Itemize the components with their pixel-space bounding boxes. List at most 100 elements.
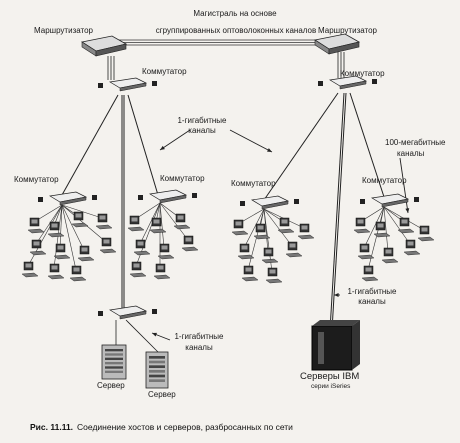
workstation-icon [265,267,283,284]
ibm-servers-label-line1: Серверы IBM [300,371,360,382]
workstation-icon [297,223,315,240]
gigabit-bottom-arrow-head [152,332,157,337]
server-left-icon [101,344,127,380]
workstation-icon [231,219,249,236]
switch-far-right-icon [360,193,419,208]
caption-text: Соединение хостов и серверов, разбросанн… [77,422,293,432]
server-link [125,319,159,353]
gigabit-link [127,94,159,196]
gigabit-link [263,92,339,201]
switch-bottom-icon [98,305,157,320]
workstation-icon [153,263,171,280]
workstation-icon [27,217,45,234]
access-link [61,204,103,219]
workstation-icon [285,241,303,258]
switch-top-right-icon [318,75,377,90]
gigabit-top-label-line2: каналы [188,126,216,135]
workstation-icon [417,225,435,242]
gigabit-right-label-line2: каналы [358,297,386,306]
switch-mid-left-label: Коммутатор [160,174,205,183]
workstation-icon [277,217,295,234]
workstation-icon [357,243,375,260]
access-link [139,202,161,245]
access-link [159,202,189,241]
workstation-icon [353,217,371,234]
workstation-icon [397,217,415,234]
access-link [263,208,293,247]
access-link [35,204,63,245]
access-link [27,204,63,267]
access-link [367,206,385,271]
gigabit-top-arrow-right-head [267,148,272,152]
switch-top-right-label: Коммутатор [340,69,385,78]
gigabit-right-label-line1: 1-гигабитные [347,287,397,296]
access-link [135,202,161,267]
gigabit-top-arrow-right [229,129,273,153]
gigabit-right-arrow-head [334,293,339,297]
access-link [61,204,85,251]
mb100-arrow [399,157,409,214]
backbone-label-line1: Магистраль на основе [193,9,277,18]
gigabit-link [329,92,345,331]
ibm-server-icon [311,320,360,371]
access-link [383,206,411,245]
server-left-label: Сервер [97,381,125,390]
ibm-servers-label-line2: серии iSeries [311,383,351,390]
workstation-icon [241,265,259,282]
access-link [59,204,63,249]
workstation-icon [373,221,391,238]
workstation-icon [99,237,117,254]
switch-mid-right-label: Коммутатор [231,179,276,188]
switch-mid-left-icon [138,189,197,204]
workstation-icon [149,217,167,234]
gigabit-top-label-line1: 1-гигабитные [177,116,227,125]
mb100-label-line2: каналы [397,149,425,158]
access-link [363,206,385,249]
workstation-icon [47,263,65,280]
access-link [159,202,165,249]
gigabit-link [349,92,386,201]
workstation-icon [157,243,175,260]
gigabit-bottom-label-line2: каналы [185,343,213,352]
workstation-icon [71,211,89,228]
backbone-label-line2: сгруппированных оптоволоконных каналов [155,26,317,35]
gigabit-link [331,92,347,331]
workstation-icon [381,247,399,264]
switch-top-left-label: Коммутатор [142,67,187,76]
server-right-icon [145,351,169,389]
workstation-icon [253,223,271,240]
workstation-icon [29,239,47,256]
gigabit-bottom-label-line1: 1-гигабитные [174,332,224,341]
switch-far-left-label: Коммутатор [14,175,59,184]
router-right-label: Маршрутизатор [318,26,377,35]
access-link [247,208,265,271]
gigabit-top-arrow-left-head [160,145,165,150]
workstation-icon [77,245,95,262]
workstation-icon [173,213,191,230]
switch-mid-right-icon [240,195,299,210]
access-link [243,208,265,249]
switch-top-left-icon [98,77,157,92]
access-link [61,204,77,271]
workstation-icon [21,261,39,278]
workstation-icon [133,239,151,256]
router-left-icon [80,35,128,57]
workstation-icon [69,265,87,282]
workstation-icon [237,243,255,260]
workstation-icon [181,235,199,252]
access-link [383,206,389,253]
mb100-arrow-head [405,208,410,213]
router-left-label: Маршрутизатор [34,26,93,35]
workstation-icon [127,215,145,232]
workstation-icon [261,247,279,264]
mb100-label-line1: 100-мегабитные [385,138,446,147]
workstation-icon [361,265,379,282]
gigabit-top-arrow-left [159,129,191,151]
switch-far-right-label: Коммутатор [362,176,407,185]
server-right-label: Сервер [148,390,176,399]
workstation-icon [47,221,65,238]
caption-prefix: Рис. 11.11. [30,422,74,432]
router-right-icon [313,33,361,55]
